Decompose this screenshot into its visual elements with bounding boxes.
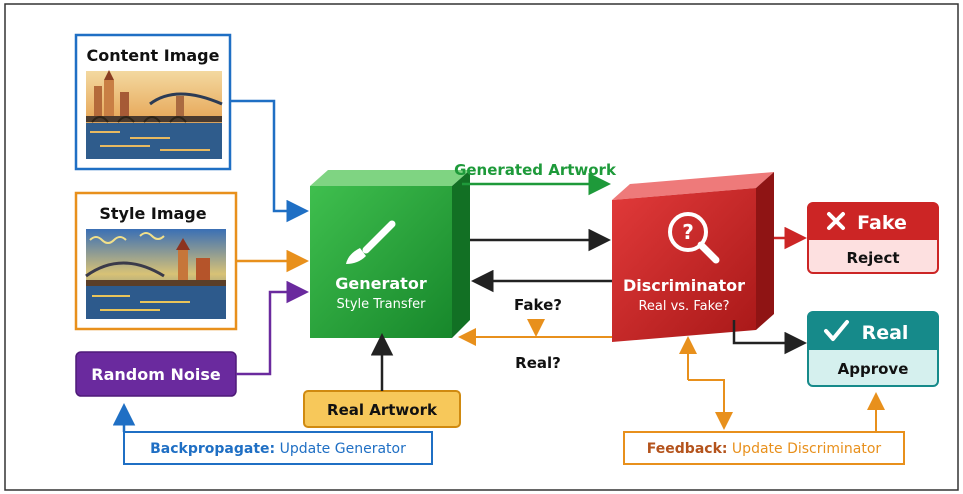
content-image-thumbnail <box>86 70 223 159</box>
svg-text:Feedback: Update Discriminator: Feedback: Update Discriminator <box>647 441 882 457</box>
feedback-down-arrow <box>688 379 733 430</box>
random-noise-label: Random Noise <box>91 365 221 384</box>
fake-question-label: Fake? <box>514 296 562 314</box>
real-artwork-box: Real Artwork <box>303 390 461 428</box>
fake-result-card: Fake Reject <box>807 202 939 274</box>
real-result-action: Approve <box>838 360 909 378</box>
generated-artwork-label: Generated Artwork <box>454 161 617 179</box>
generator-subtitle: Style Transfer <box>336 297 426 312</box>
discriminator-to-real-arrow <box>732 320 807 355</box>
generator-title: Generator <box>335 274 427 293</box>
style-image-label: Style Image <box>99 204 206 223</box>
fake-result-title: Fake <box>857 212 907 234</box>
random-noise-box: Random Noise <box>75 351 237 397</box>
feedback-box: Feedback: Update Discriminator <box>623 431 905 465</box>
discriminator-title: Discriminator <box>623 276 745 295</box>
fake-result-action: Reject <box>846 249 899 267</box>
magnifier-question-icon: ? <box>668 212 720 264</box>
style-image-thumbnail <box>85 229 226 319</box>
close-icon <box>827 212 845 230</box>
feedback-keyword: Feedback: <box>647 441 728 457</box>
backpropagate-text: Update Generator <box>275 441 406 457</box>
real-artwork-label: Real Artwork <box>327 401 438 419</box>
style-image-box: Style Image <box>74 191 238 331</box>
real-question-label: Real? <box>515 354 561 372</box>
feedback-text: Update Discriminator <box>727 441 881 457</box>
checkmark-icon <box>824 320 849 341</box>
content-image-box: Content Image <box>74 33 232 171</box>
discriminator-subtitle: Real vs. Fake? <box>638 299 729 314</box>
backpropagate-box: Backpropagate: Update Generator <box>123 431 433 465</box>
content-to-generator-arrow <box>230 99 309 223</box>
outer-frame <box>4 3 959 491</box>
real-result-title: Real <box>862 322 909 344</box>
generator-block: Generator Style Transfer <box>310 170 470 338</box>
discriminator-block: ? Discriminator Real vs. Fake? <box>612 172 774 342</box>
real-result-card: Real Approve <box>807 311 939 387</box>
svg-text:Backpropagate: Update Generato: Backpropagate: Update Generator <box>150 441 406 457</box>
svg-text:?: ? <box>682 220 694 244</box>
paintbrush-icon <box>346 220 396 264</box>
noise-to-generator-arrow <box>236 280 309 376</box>
backpropagate-keyword: Backpropagate: <box>150 441 275 457</box>
content-image-label: Content Image <box>87 46 220 65</box>
